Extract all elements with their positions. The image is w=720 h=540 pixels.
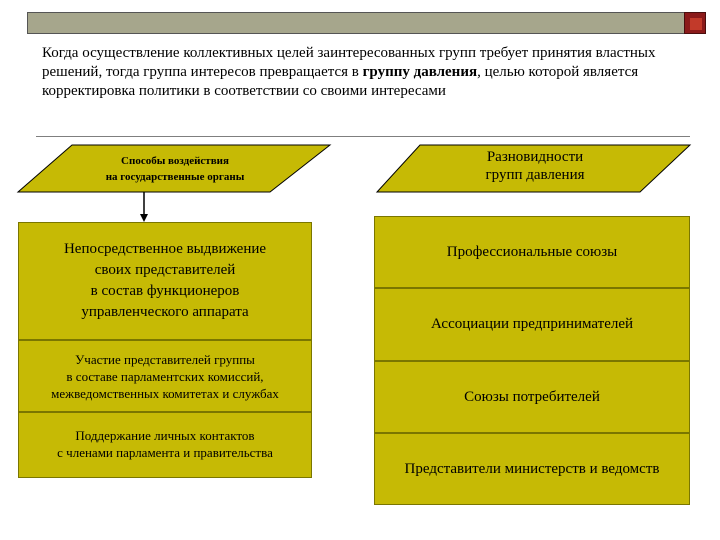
right-item-4-label: Представители министерств и ведомств — [404, 460, 660, 477]
left-item-2-line3: межведомственных комитетах и службах — [51, 385, 279, 401]
right-item-2-label: Ассоциации предпринимателей — [430, 316, 634, 332]
left-item-3-line1: Поддержание личных контактов — [75, 428, 255, 443]
left-item-1-line1: Непосредственное выдвижение — [63, 241, 267, 257]
left-item-commission-participation: Участие представителей группы в составе … — [18, 340, 312, 412]
right-item-ministry-representatives: Представители министерств и ведомств — [374, 433, 690, 505]
left-header-line1: Способы воздействия — [121, 155, 229, 167]
left-item-2-line1: Участие представителей группы — [75, 351, 255, 367]
left-header-label: Способы воздействия на государственные о… — [60, 153, 290, 185]
section-divider — [36, 136, 690, 137]
right-item-business-associations: Ассоциации предпринимателей — [374, 288, 690, 361]
left-item-1-line4: управленческого аппарата — [81, 304, 249, 320]
left-item-1-line2: своих представителей — [94, 262, 236, 278]
left-item-personal-contacts: Поддержание личных контактов с членами п… — [18, 412, 312, 478]
right-header-line1: Разновидности — [486, 149, 584, 165]
intro-text-bold: группу давления — [362, 64, 478, 80]
left-item-direct-nomination: Непосредственное выдвижение своих предст… — [18, 222, 312, 340]
left-item-2-line2: в составе парламентских комиссий, — [66, 368, 264, 384]
intro-text-part1: Когда осуществление коллективных целей з… — [42, 45, 656, 80]
intro-text-part2: , целью которой является корректировка п… — [42, 64, 639, 99]
left-item-1-line3: в состав функционеров — [90, 283, 240, 299]
right-header-label: Разновидности групп давления — [420, 148, 650, 184]
left-connector-arrow-head — [140, 214, 148, 222]
right-item-3-label: Союзы потребителей — [464, 388, 600, 405]
right-item-consumer-unions: Союзы потребителей — [374, 361, 690, 433]
left-item-3-line2: с членами парламента и правительства — [57, 445, 273, 460]
right-item-1-label: Профессиональные союзы — [446, 243, 618, 260]
intro-paragraph: Когда осуществление коллективных целей з… — [42, 44, 672, 101]
top-decor-square-inner — [690, 18, 702, 30]
top-decor-bar — [27, 12, 687, 34]
left-header-line2: на государственные органы — [105, 171, 245, 183]
right-header-line2: групп давления — [485, 167, 585, 183]
right-item-trade-unions: Профессиональные союзы — [374, 216, 690, 288]
